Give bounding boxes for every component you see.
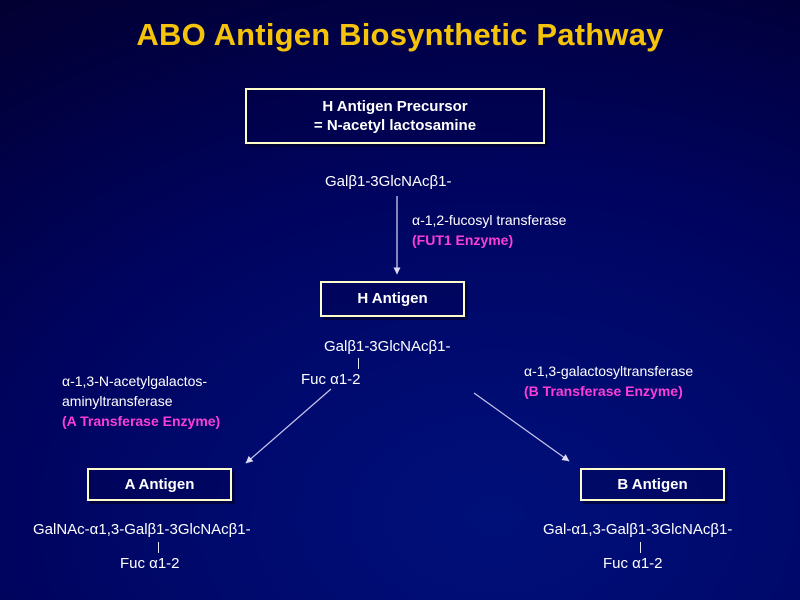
- a-transferase-gene-label: (A Transferase Enzyme): [62, 412, 221, 429]
- h-antigen-structure-line-1: Galβ1-3GlcNAcβ1-: [324, 338, 451, 355]
- page-title: ABO Antigen Biosynthetic Pathway: [136, 17, 664, 52]
- a-antigen-label: A Antigen: [124, 475, 195, 493]
- a-antigen-structure-line-2: Fuc α1-2: [120, 555, 180, 572]
- node-h-antigen: H Antigen: [320, 281, 465, 317]
- fut1-enzyme-name: α-1,2-fucosyl transferase: [412, 212, 567, 228]
- node-h-antigen-precursor: H Antigen Precursor = N-acetyl lactosami…: [245, 88, 545, 144]
- b-antigen-label: B Antigen: [617, 475, 688, 493]
- fut1-gene-label: (FUT1 Enzyme): [412, 231, 514, 248]
- a-antigen-linkage-tick: [158, 542, 159, 553]
- h-antigen-linkage-tick: [358, 358, 359, 369]
- a-antigen-structure-line-1: GalNAc-α1,3-Galβ1-3GlcNAcβ1-: [33, 521, 251, 538]
- a-transferase-name-line-1: α-1,3-N-acetylgalactos-: [62, 373, 208, 389]
- node-a-antigen: A Antigen: [87, 468, 232, 501]
- precursor-structure-label: Galβ1-3GlcNAcβ1-: [325, 173, 452, 190]
- enzyme-annotation-a-transferase: α-1,3-N-acetylgalactos- aminyltransferas…: [62, 372, 220, 432]
- arrow-h-antigen-to-a-antigen: [245, 388, 332, 464]
- b-transferase-gene-label: (B Transferase Enzyme): [524, 382, 683, 399]
- node-b-antigen: B Antigen: [580, 468, 725, 501]
- precursor-line-1: H Antigen Precursor: [322, 97, 468, 115]
- h-antigen-label: H Antigen: [357, 290, 428, 308]
- b-antigen-structure-line-1: Gal-α1,3-Galβ1-3GlcNAcβ1-: [543, 521, 733, 538]
- enzyme-annotation-b-transferase: α-1,3-galactosyltransferase (B Transfera…: [524, 362, 693, 402]
- arrow-h-antigen-to-b-antigen: [473, 392, 570, 462]
- a-transferase-name-line-2: aminyltransferase: [62, 392, 173, 409]
- h-antigen-structure-line-2: Fuc α1-2: [301, 371, 361, 388]
- b-antigen-structure-line-2: Fuc α1-2: [603, 555, 663, 572]
- b-transferase-name: α-1,3-galactosyltransferase: [524, 363, 694, 379]
- b-antigen-linkage-tick: [640, 542, 641, 553]
- precursor-line-2: = N-acetyl lactosamine: [313, 117, 477, 134]
- enzyme-annotation-fut1: α-1,2-fucosyl transferase (FUT1 Enzyme): [412, 211, 566, 251]
